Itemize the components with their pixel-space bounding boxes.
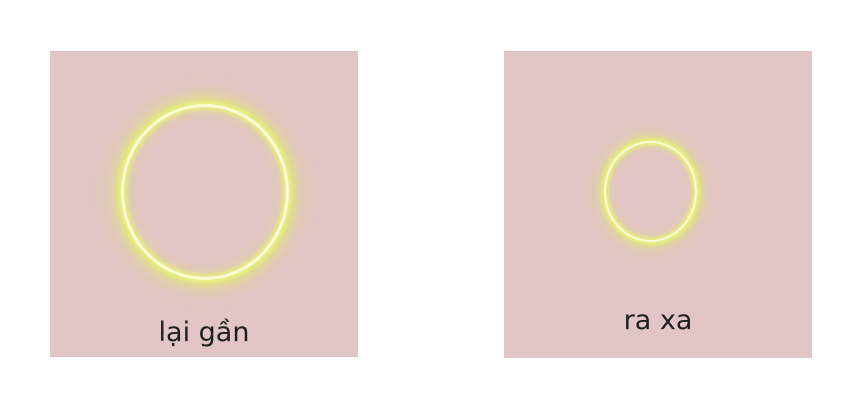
far-panel: ra xa bbox=[504, 51, 812, 358]
glowing-ring-large bbox=[121, 104, 289, 280]
glowing-ring-small bbox=[604, 141, 697, 242]
near-caption: lại gần bbox=[158, 317, 250, 348]
near-panel: lại gần bbox=[50, 51, 358, 357]
far-caption: ra xa bbox=[623, 305, 693, 336]
